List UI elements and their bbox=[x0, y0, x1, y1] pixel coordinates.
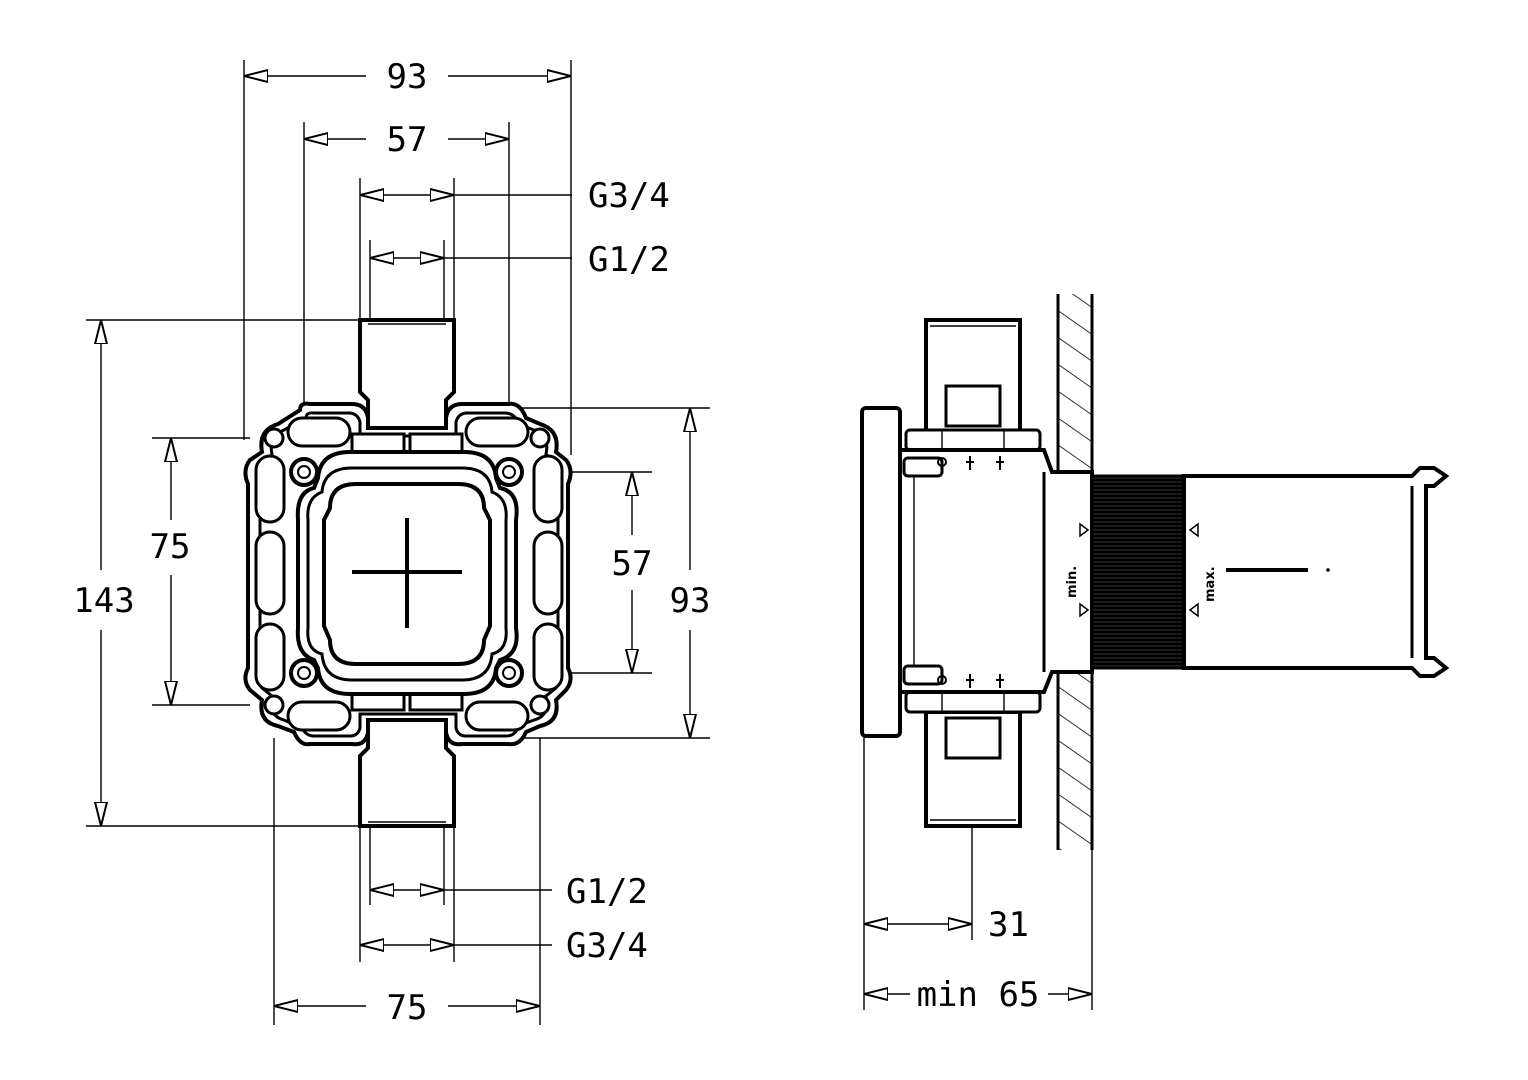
dim-thread-top-small: G1/2 bbox=[588, 240, 670, 280]
dim-depth-min: min 65 bbox=[917, 975, 1040, 1015]
side-bottom-pipe bbox=[924, 710, 1022, 828]
dim-thread-top-large: G3/4 bbox=[588, 176, 670, 216]
side-top-pipe bbox=[924, 318, 1022, 434]
threaded-sleeve bbox=[1090, 474, 1186, 670]
dim-width-bottom: 75 bbox=[387, 988, 428, 1028]
dim-height-right: 93 bbox=[670, 581, 711, 621]
extension-sleeve bbox=[1079, 466, 1450, 678]
dim-thread-bottom-large: G3/4 bbox=[566, 926, 648, 966]
mounting-holes bbox=[263, 427, 551, 716]
dim-depth-inner: 31 bbox=[988, 905, 1029, 945]
dim-thread-bottom-small: G1/2 bbox=[566, 872, 648, 912]
dim-height-total: 143 bbox=[73, 581, 134, 621]
dim-height-inner: 57 bbox=[612, 544, 653, 584]
front-view: 93 57 G3/4 G1/2 143 75 57 93 G1/2 G3/4 7… bbox=[73, 57, 710, 1028]
extension-lines bbox=[86, 60, 710, 1025]
side-view: min. max. 31 min 65 bbox=[860, 294, 1450, 1015]
dim-height-left: 75 bbox=[150, 527, 191, 567]
side-dimension-lines bbox=[864, 924, 1092, 994]
label-min: min. bbox=[1065, 566, 1080, 598]
side-nuts bbox=[904, 428, 1042, 714]
mounting-slots bbox=[254, 416, 564, 732]
bottom-pipe bbox=[358, 718, 456, 828]
top-pipe bbox=[358, 318, 456, 432]
dimension-lines bbox=[101, 76, 690, 1006]
label-max: max. bbox=[1203, 566, 1218, 602]
dim-width-total: 93 bbox=[387, 57, 428, 97]
side-body bbox=[898, 448, 1094, 694]
center-cross bbox=[352, 518, 462, 628]
dim-width-inner: 57 bbox=[387, 120, 428, 160]
